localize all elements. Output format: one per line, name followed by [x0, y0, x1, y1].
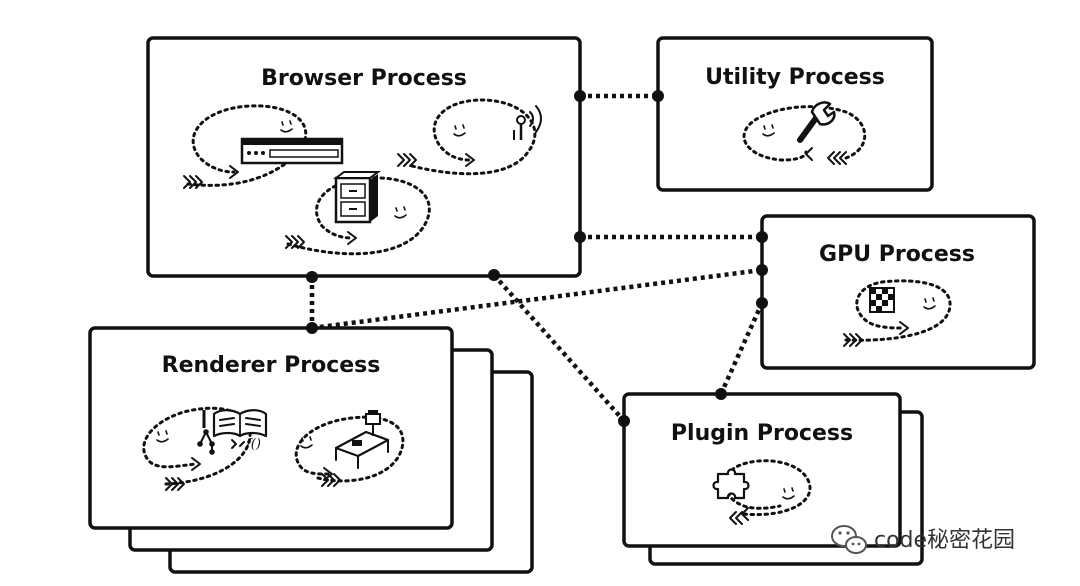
- dom-tree-icon: [197, 429, 215, 455]
- smiley-icon: [782, 487, 795, 500]
- process-connections: [309, 93, 765, 423]
- file-cabinet-icon: [333, 171, 381, 224]
- browser-network-thread: [397, 98, 542, 176]
- gpu-process-box: [760, 214, 1036, 370]
- smiley-icon: [280, 120, 293, 133]
- smiley-icon: [156, 430, 169, 443]
- plugin-process-title: Plugin Process: [671, 421, 853, 446]
- plugin-thread: [712, 459, 812, 525]
- smiley-icon: [300, 436, 313, 449]
- browser-process-box: [146, 36, 582, 278]
- smiley-icon: [394, 206, 407, 219]
- wrench-icon: [797, 101, 836, 143]
- renderer-compositor-thread: [294, 410, 405, 487]
- function-icon: f(): [231, 437, 261, 452]
- utility-process-title: Utility Process: [705, 65, 885, 90]
- pixel-grid-icon: [869, 287, 895, 313]
- browser-storage-thread: [285, 171, 431, 256]
- smiley-icon: [923, 297, 936, 310]
- browser-ui-thread: [183, 104, 344, 189]
- antenna-icon: [513, 105, 542, 140]
- renderer-main-thread: f(): [142, 406, 268, 491]
- work-desk-icon: [334, 410, 390, 469]
- link-gpu-plugin: [718, 302, 765, 395]
- utility-process-box: [656, 36, 934, 192]
- gpu-thread: [843, 279, 952, 347]
- link-browser-plugin: [492, 273, 626, 423]
- wechat-icon: [831, 525, 867, 554]
- open-book-icon: [202, 409, 268, 438]
- renderer-process-title: Renderer Process: [162, 353, 381, 378]
- smiley-icon: [762, 124, 775, 137]
- browser-ui-icon: [240, 137, 344, 165]
- link-renderer-gpu: [311, 267, 763, 331]
- svg-text:f(): f(): [245, 437, 261, 452]
- connection-points: [306, 90, 768, 427]
- watermark-text: code秘密花园: [874, 528, 1015, 553]
- utility-thread: [742, 101, 867, 165]
- puzzle-piece-icon: [712, 468, 750, 500]
- plugin-process-box: [622, 392, 902, 548]
- watermark: code秘密花园: [831, 525, 1015, 554]
- browser-process-title: Browser Process: [261, 66, 467, 91]
- gpu-process-title: GPU Process: [819, 242, 975, 267]
- smiley-icon: [453, 124, 466, 137]
